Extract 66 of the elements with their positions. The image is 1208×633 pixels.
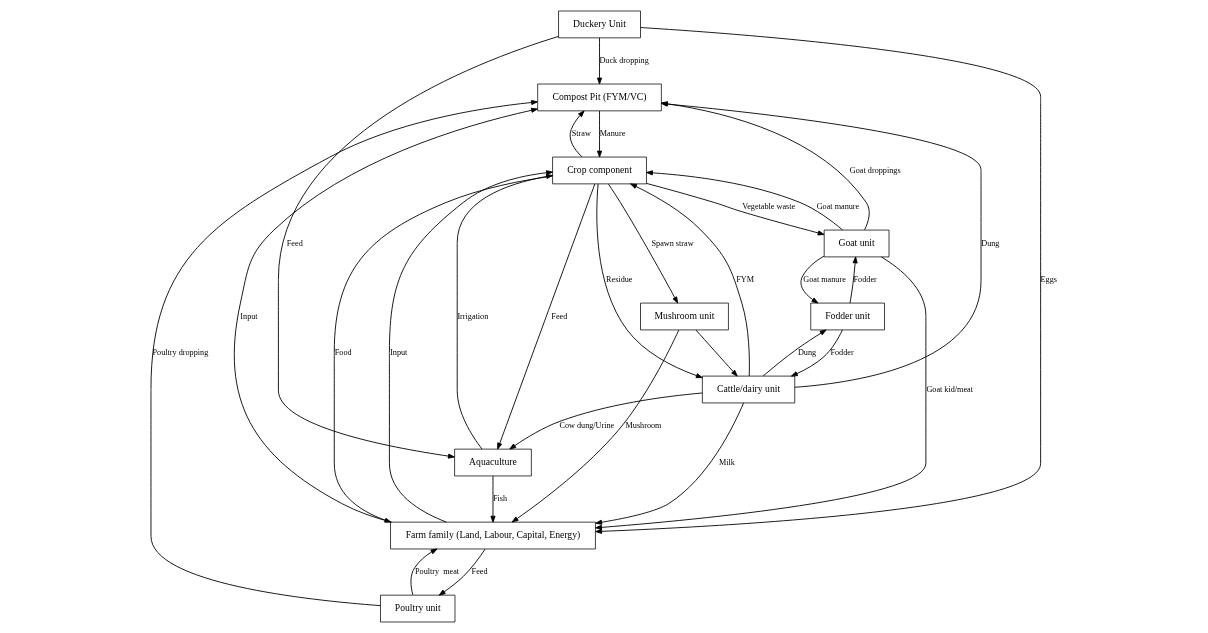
edge-label: Cow dung/Urine [559,421,615,431]
edge-label: Irrigation [457,311,489,321]
edge-label: Eggs [1040,275,1058,285]
edge-label: Mushroom [625,421,662,431]
edge-label: Goat droppings [849,165,901,175]
arrow [595,256,927,530]
edge-label: FYM [736,275,755,285]
edge-label: Spawn straw [651,238,694,248]
edge-label: Goat manure [816,202,860,212]
edge-label: Input [390,348,408,358]
edge-label: Dung [981,238,1000,248]
arrow [762,329,827,377]
arrow [646,170,843,231]
arrow [410,548,438,596]
node-box: Duckery Unit [558,10,641,39]
edge-label: Fodder [853,275,877,285]
arrow [661,101,870,231]
arrow [646,182,825,236]
edge-label: Feed [471,567,488,577]
node-box: Crop component [552,156,647,185]
arrow [790,329,843,377]
arrow [277,35,559,459]
arrow [233,107,538,523]
arrow [608,183,679,304]
arrow [597,110,603,158]
edge-label: Duck dropping [599,56,649,66]
arrow [150,99,538,607]
node-box: Aquaculture [454,448,532,477]
edge-label: Fish [493,494,508,504]
node-box: Farm family (Land, Labour, Capital, Energy) [390,521,596,550]
edge-label: Food [334,348,352,358]
edge-label: Fodder [830,348,854,358]
node-box: Compost Pit (FYM/VC) [537,83,662,112]
edge-label: Feed [551,311,568,321]
edge-label: Manure [599,129,626,139]
arrow [511,329,680,523]
arrow [595,402,744,525]
arrow [695,329,738,377]
node-box: Poultry unit [380,594,456,623]
arrow [596,183,703,379]
edge-label: Vegetable waste [742,202,796,212]
edge-label: Poultry dropping [152,348,209,358]
arrow [597,37,603,85]
arrow [490,475,496,523]
arrow [569,110,585,158]
edge-label: Residue [606,275,633,285]
node-box: Fodder unit [810,302,885,331]
edge-label: Milk [718,457,735,467]
node-box: Goat unit [823,229,890,258]
arrow [595,27,1042,534]
edge-label: Feed [286,238,303,248]
arrow [497,183,596,450]
arrow [438,548,486,596]
node-box: Mushroom unit [640,302,729,331]
edge-label: Input [240,311,258,321]
edge-label: Dung [797,348,817,358]
edge-label: Straw [571,129,591,139]
arrow [800,255,825,304]
edge-label: Goat kid/meat [926,384,974,394]
edge-label: Goat manure [803,275,846,285]
arrow [630,183,750,377]
arrow [661,101,982,388]
edge-label: Poultry meat [415,567,460,577]
arrow [509,392,703,450]
arrow [849,256,858,304]
node-box: Cattle/dairy unit [701,375,796,404]
